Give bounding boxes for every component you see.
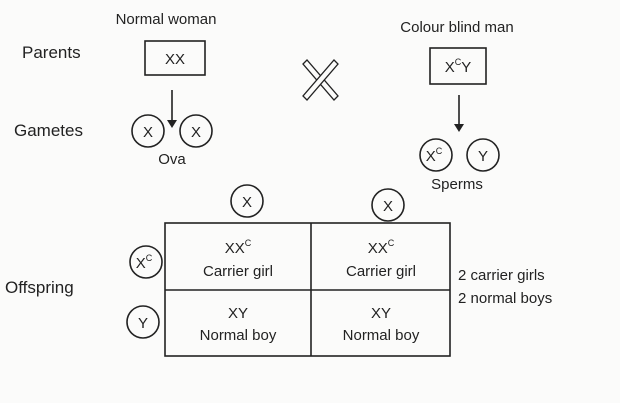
mother-title: Normal woman (116, 11, 217, 28)
mother-genotype: XX (165, 51, 185, 68)
cell-genotype: XY (371, 305, 391, 322)
cell-phenotype: Normal boy (200, 327, 277, 344)
sperms-label: Sperms (431, 176, 483, 193)
cell-genotype: XY (228, 305, 248, 322)
offspring-label: Offspring (5, 278, 74, 297)
column-gamete-circle (230, 184, 264, 218)
mother-genotype-box (144, 40, 206, 76)
column-gamete-label: X (242, 194, 252, 211)
cross-icon (302, 59, 339, 101)
sperm-label: Y (478, 148, 488, 165)
father-title: Colour blind man (400, 19, 513, 36)
parents-label: Parents (22, 43, 81, 62)
sperm-circle (419, 138, 453, 172)
column-gamete-label: X (383, 198, 393, 215)
ovum-label: X (143, 124, 153, 141)
father-genotype-box (429, 47, 487, 85)
father-genotype: XCY (445, 57, 472, 76)
sperm-label: XC (426, 146, 443, 165)
row-gamete-label: Y (138, 315, 148, 332)
row-gamete-label: XC (136, 253, 153, 272)
ovum-label: X (191, 124, 201, 141)
row-gamete-circle (129, 245, 163, 279)
cell-phenotype: Carrier girl (203, 263, 273, 280)
cell-genotype: XXC (225, 238, 252, 257)
column-gamete-circle (371, 188, 405, 222)
cell-genotype: XXC (368, 238, 395, 257)
ovum-circle (131, 114, 165, 148)
cell-phenotype: Carrier girl (346, 263, 416, 280)
ova-label: Ova (158, 151, 186, 168)
sperm-circle (466, 138, 500, 172)
summary-carrier-girls: 2 carrier girls (458, 267, 545, 284)
gametes-label: Gametes (14, 121, 83, 140)
ovum-circle (179, 114, 213, 148)
father-arrow (454, 95, 464, 132)
mother-arrow (167, 90, 177, 128)
punnett-grid (164, 222, 451, 357)
cell-phenotype: Normal boy (343, 327, 420, 344)
summary-normal-boys: 2 normal boys (458, 290, 552, 307)
row-gamete-circle (126, 305, 160, 339)
